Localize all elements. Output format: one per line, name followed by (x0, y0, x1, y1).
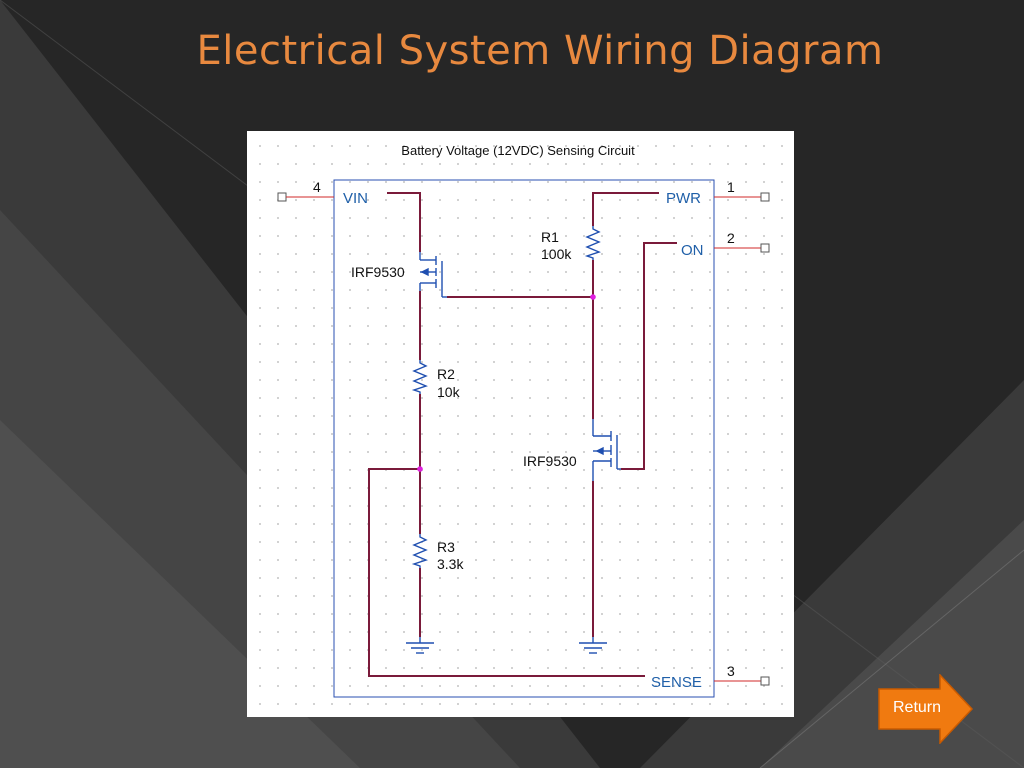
schematic-panel: Battery Voltage (12VDC) Sensing Circuit … (247, 131, 794, 717)
r3-ref-label: R3 (437, 539, 455, 555)
resistor-r2 (411, 360, 428, 394)
pin-number-vin: 4 (313, 179, 321, 195)
pin-number-on: 2 (727, 230, 735, 246)
diagram-title: Battery Voltage (12VDC) Sensing Circuit (401, 143, 635, 158)
port-label-pwr: PWR (666, 190, 701, 207)
slide-title: Electrical System Wiring Diagram (196, 28, 884, 74)
ground-icon (406, 637, 434, 654)
junction-dot (417, 466, 423, 472)
r2-value-label: 10k (437, 384, 461, 400)
r1-value-label: 100k (541, 246, 572, 262)
return-button-label: Return (892, 699, 942, 716)
port-label-sense: SENSE (651, 674, 702, 691)
pin-on-stub (714, 243, 770, 253)
ground-icon (579, 637, 607, 654)
resistor-r3 (411, 534, 428, 568)
subcircuit-border (333, 179, 715, 698)
resistor-r1 (584, 226, 601, 260)
pin-number-pwr: 1 (727, 179, 735, 195)
pin-vin-stub (277, 192, 334, 202)
junction-dot (590, 294, 596, 300)
return-button[interactable]: Return (878, 674, 974, 744)
mosfet-q2 (592, 419, 621, 481)
mosfet-q1 (419, 252, 447, 298)
pin-number-sense: 3 (727, 663, 735, 679)
port-label-vin: VIN (343, 190, 368, 207)
r3-value-label: 3.3k (437, 556, 464, 572)
r1-ref-label: R1 (541, 229, 559, 245)
port-label-on: ON (681, 242, 704, 259)
schematic-diagram: Battery Voltage (12VDC) Sensing Circuit … (277, 143, 770, 698)
right-arrow-icon (878, 674, 974, 744)
r2-ref-label: R2 (437, 366, 455, 382)
q1-part-label: IRF9530 (351, 264, 405, 280)
wires (368, 192, 677, 677)
pin-pwr-stub (714, 192, 770, 202)
q2-part-label: IRF9530 (523, 453, 577, 469)
pin-sense-stub (714, 676, 770, 686)
